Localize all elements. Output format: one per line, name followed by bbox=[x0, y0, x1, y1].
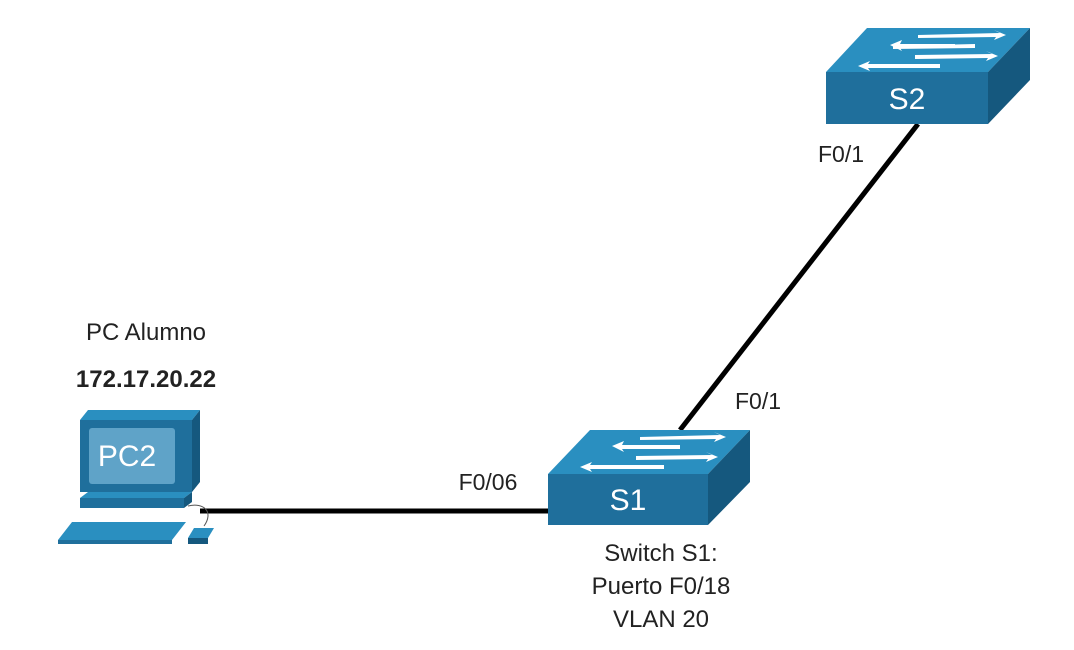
pc-caption: PC Alumno bbox=[86, 319, 206, 346]
switch-s1[interactable]: S1 bbox=[548, 430, 750, 525]
port-label-s2-s1: F0/1 bbox=[818, 141, 864, 167]
device-label-s2: S2 bbox=[889, 83, 926, 116]
device-label-s1: S1 bbox=[610, 484, 647, 517]
switch-s2[interactable]: S2 bbox=[826, 28, 1030, 124]
link-s1-s2 bbox=[678, 122, 920, 432]
switch-arrows-icon bbox=[858, 30, 1006, 71]
port-label-s1-pc: F0/06 bbox=[459, 469, 518, 495]
pc-pc2[interactable]: PC2 bbox=[58, 410, 214, 544]
port-label-s1-s2: F0/1 bbox=[735, 388, 781, 414]
switch-arrows-icon bbox=[580, 432, 726, 472]
device-label-pc2: PC2 bbox=[98, 440, 156, 473]
s1-note-line-2: Puerto F0/18 bbox=[592, 573, 731, 600]
pc-screen bbox=[89, 428, 175, 484]
s1-note-line-1: Switch S1: bbox=[604, 540, 717, 567]
s1-note-line-3: VLAN 20 bbox=[613, 606, 709, 633]
pc-ip-address: 172.17.20.22 bbox=[76, 366, 216, 393]
